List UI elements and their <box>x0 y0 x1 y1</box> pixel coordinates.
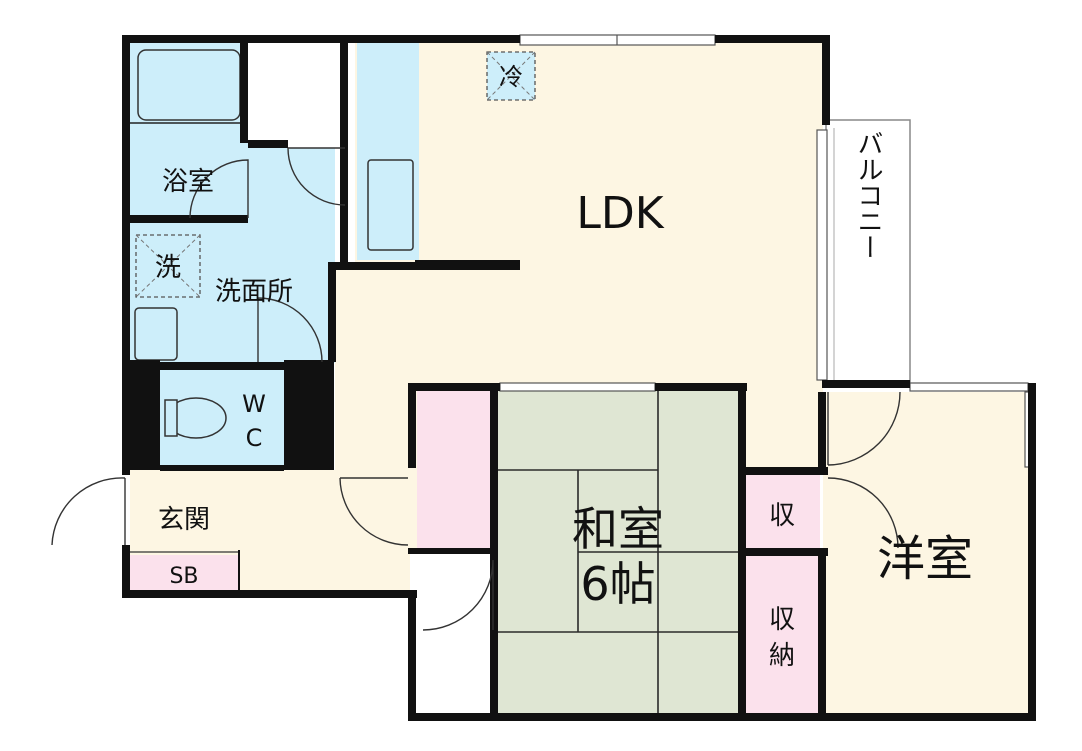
fridge-label: 冷 <box>499 63 523 91</box>
shu-label: 収 <box>769 501 795 531</box>
youshitsu-label: 洋室 <box>877 531 973 587</box>
shuno-label-2: 納 <box>769 641 795 671</box>
hall-closet-floor <box>417 555 495 715</box>
washitsu-size-label: 6帖 <box>580 557 655 611</box>
balcony-label: バルコニー <box>853 130 883 260</box>
ldk-balcony-window <box>816 129 828 381</box>
washbasin <box>134 307 178 361</box>
sb-label: SB <box>169 564 198 589</box>
bath-label: 浴室 <box>162 167 214 197</box>
oshiire-floor <box>417 390 495 550</box>
sb-floor <box>130 555 238 590</box>
senmenjo-label: 洗面所 <box>215 277 293 307</box>
washitsu-window <box>499 382 656 392</box>
shuno-label-1: 収 <box>769 605 795 635</box>
bathtub <box>137 49 241 121</box>
doors <box>51 147 901 631</box>
shu-floor <box>745 475 820 550</box>
fixtures <box>130 49 911 439</box>
ldk-lower-floor <box>740 385 823 470</box>
genkan-label: 玄関 <box>158 505 210 535</box>
youshitsu-window-top <box>909 382 1029 392</box>
wc-c-label: C <box>246 424 263 452</box>
youshitsu-floor <box>823 392 1028 715</box>
wc-w-label: W <box>242 390 266 418</box>
balcony-floor <box>828 122 908 385</box>
toilet-tank <box>164 399 178 437</box>
kitchen-sink <box>367 159 414 251</box>
walls <box>122 35 1036 721</box>
washer-label: 洗 <box>155 253 181 283</box>
shuno-floor <box>745 555 820 715</box>
ldk-label: LDK <box>576 188 664 239</box>
washitsu-name-label: 和室 <box>572 502 664 556</box>
labels: LDK 和室 6帖 洋室 浴室 洗面所 W C 玄関 SB 収 収 納 バルコニ… <box>155 63 973 671</box>
tatami-lines <box>498 390 738 715</box>
ldk-floor <box>355 42 823 385</box>
